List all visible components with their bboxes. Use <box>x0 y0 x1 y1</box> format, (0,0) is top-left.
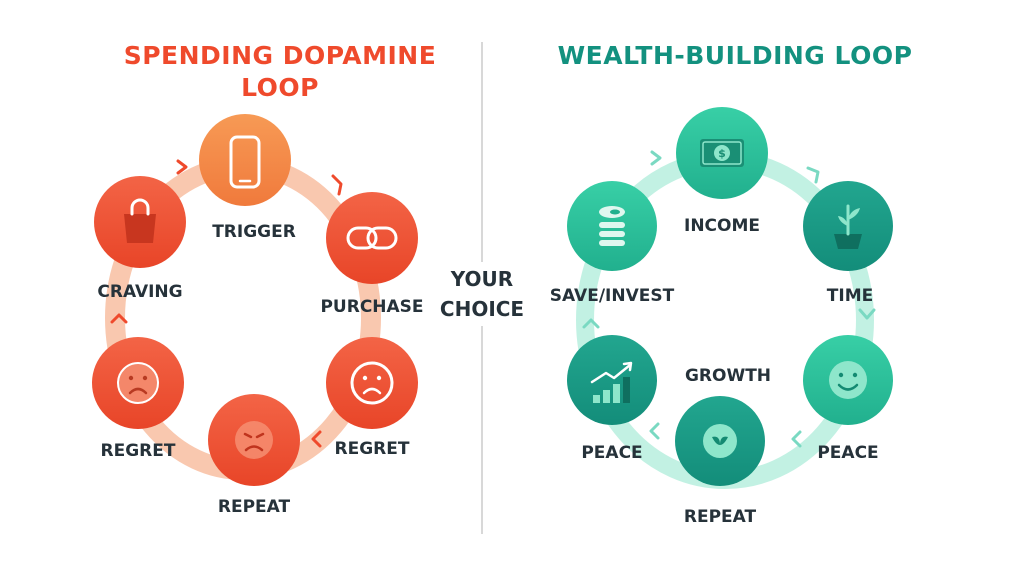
regret-right-label: REGRET <box>334 439 410 459</box>
phone-icon <box>229 135 261 189</box>
spending-loop-title: SPENDING DOPAMINE LOOP <box>60 40 500 104</box>
smile-face-icon <box>829 361 867 399</box>
wealth-arrow-1 <box>650 150 662 166</box>
sad-face-icon <box>350 361 394 405</box>
wealth-loop-title: WEALTH-BUILDING LOOP <box>557 41 913 70</box>
shopping-bag-icon <box>124 198 156 243</box>
income-label: INCOME <box>683 216 761 236</box>
repeat-right-node <box>675 396 765 486</box>
spending-arrow-2 <box>331 174 343 196</box>
plant-pot-icon <box>834 204 862 249</box>
save-invest-label: SAVE/INVEST <box>549 286 675 306</box>
craving-label: CRAVING <box>97 282 183 302</box>
spending-loop-title-line2: LOOP <box>241 73 319 102</box>
spending-arrow-3 <box>311 430 322 448</box>
your-choice-label: YOUR CHOICE <box>435 262 529 326</box>
repeat-right-label: REPEAT <box>683 507 757 527</box>
spending-arrow-4 <box>110 313 128 324</box>
coin-stack-icon <box>599 206 625 246</box>
sad-face-icon <box>117 362 159 404</box>
income-node: $ <box>676 107 768 199</box>
svg-text:$: $ <box>718 147 726 160</box>
wealth-arrow-2 <box>806 166 820 184</box>
tired-face-icon <box>235 421 273 459</box>
wealth-arrow-4 <box>791 430 802 448</box>
repeat-left-label: REPEAT <box>217 497 291 517</box>
craving-node <box>94 176 186 268</box>
regret-right-node <box>326 337 418 429</box>
growth-chart-icon <box>590 361 633 403</box>
trigger-node <box>199 114 291 206</box>
money-bill-icon: $ <box>700 139 744 167</box>
regret-left-node <box>92 337 184 429</box>
your-choice-line2: CHOICE <box>439 297 525 321</box>
purchase-node <box>326 192 418 284</box>
spending-loop-title-line1: SPENDING DOPAMINE <box>123 41 437 70</box>
peace-left-label: PEACE <box>581 443 643 463</box>
wealth-arrow-3 <box>858 308 876 320</box>
wealth-arrow-5 <box>649 422 660 440</box>
your-choice-line1: YOUR <box>450 267 514 291</box>
purchase-label: PURCHASE <box>320 297 424 317</box>
regret-left-label: REGRET <box>100 441 176 461</box>
peace-right-node <box>803 335 893 425</box>
growth-label: GROWTH <box>684 366 772 386</box>
wealth-arrow-6 <box>582 318 600 329</box>
link-icon <box>346 226 398 250</box>
peace-left-node <box>567 335 657 425</box>
trigger-label: TRIGGER <box>212 222 296 242</box>
peace-right-label: PEACE <box>817 443 879 463</box>
time-label: TIME <box>826 286 874 306</box>
save-invest-node <box>567 181 657 271</box>
time-node <box>803 181 893 271</box>
spending-arrow-1 <box>176 159 188 175</box>
repeat-left-node <box>208 394 300 486</box>
leaf-icon <box>703 424 737 458</box>
